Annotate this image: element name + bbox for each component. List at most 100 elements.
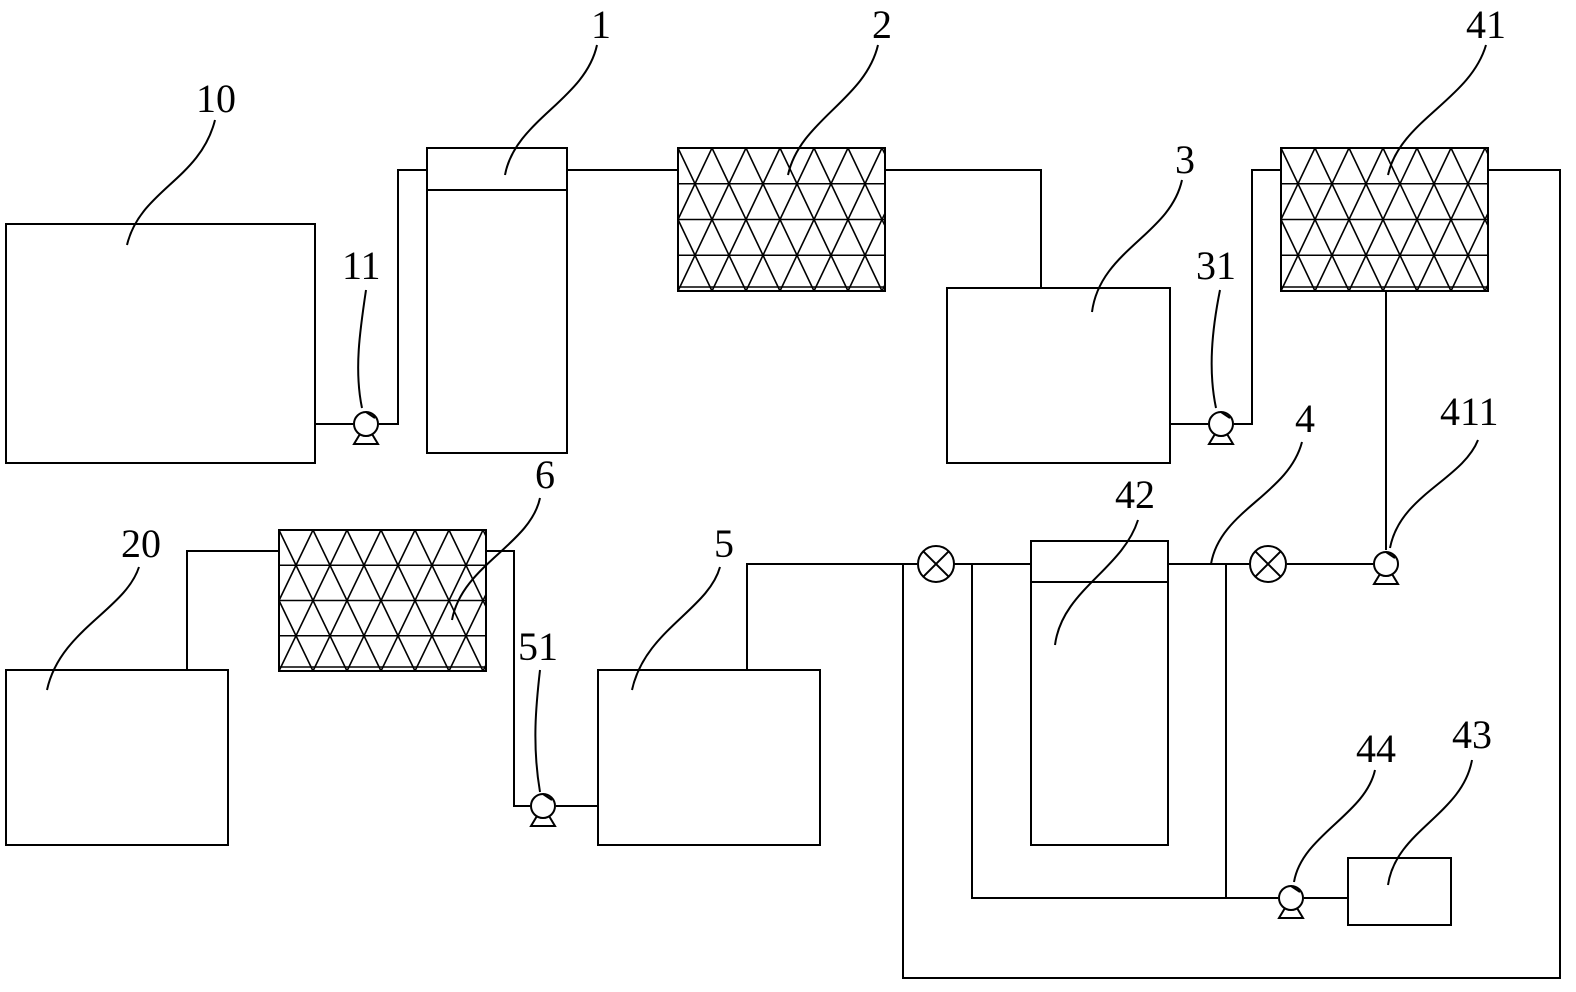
mesh-line	[1450, 211, 1488, 291]
mesh-line	[619, 530, 687, 671]
tank-3	[946, 287, 1171, 464]
leader-1	[504, 44, 598, 176]
box-43	[1347, 857, 1452, 926]
pump-51-icon	[529, 793, 557, 827]
leader-41	[1387, 44, 1487, 176]
pipe-pump-11-to-1	[379, 169, 427, 425]
label-1: 1	[591, 2, 611, 47]
label-2: 2	[872, 2, 892, 47]
mesh-line	[41, 530, 109, 671]
column-42	[1030, 540, 1169, 846]
leader-6	[451, 497, 541, 621]
pump-411-icon	[1372, 551, 1400, 585]
mesh-line	[678, 148, 713, 222]
mesh-line	[678, 217, 713, 291]
mesh-line	[755, 530, 823, 671]
tank-20	[5, 669, 229, 846]
mesh-line	[789, 530, 857, 671]
mesh-line	[0, 530, 41, 671]
mesh-line	[653, 530, 721, 671]
mesh-line	[813, 148, 883, 291]
pump-31-icon	[1207, 411, 1235, 445]
mesh-line	[779, 148, 849, 291]
mesh-line	[279, 530, 348, 671]
pipe-pump-31-to-41	[1234, 169, 1281, 425]
pump-44-icon	[1277, 885, 1305, 919]
mesh-line	[678, 148, 747, 291]
leader-5	[631, 566, 721, 691]
mesh-line	[0, 530, 41, 671]
mesh-line	[823, 530, 891, 671]
pipe-41-return-loop	[902, 169, 1561, 979]
mesh-line	[619, 530, 687, 671]
label-42: 42	[1115, 472, 1155, 517]
mesh-line	[857, 530, 925, 671]
mesh-line	[1086, 148, 1154, 291]
mesh-line	[279, 598, 314, 671]
leader-3	[1091, 179, 1183, 313]
leader-4	[1210, 441, 1303, 565]
mesh-line	[1281, 148, 1350, 291]
label-11: 11	[342, 243, 381, 288]
filter-41	[1043, 147, 1489, 292]
label-5: 5	[714, 521, 734, 566]
mesh-line	[585, 530, 653, 671]
filter-6	[0, 529, 925, 672]
mesh-line	[1314, 148, 1384, 291]
label-31: 31	[1196, 243, 1236, 288]
mesh-line	[1086, 148, 1154, 291]
label-411: 411	[1440, 389, 1499, 434]
mesh-line	[7, 530, 75, 671]
mesh-line	[279, 530, 314, 603]
mesh-line	[745, 148, 815, 291]
label-3: 3	[1175, 137, 1195, 182]
leader-2	[787, 44, 879, 176]
label-51: 51	[518, 624, 558, 669]
label-20: 20	[121, 521, 161, 566]
mesh-line	[585, 530, 653, 671]
pipe-42-inlet	[971, 563, 1278, 899]
valve-right-icon	[1249, 545, 1287, 583]
mesh-line	[0, 530, 7, 671]
mesh-line	[789, 530, 857, 671]
leader-51	[534, 669, 541, 793]
leader-411	[1389, 439, 1479, 549]
label-6: 6	[535, 452, 555, 497]
mesh-line	[414, 530, 484, 671]
mesh-line	[755, 530, 823, 671]
mesh-line	[551, 530, 619, 671]
pump-11-icon	[352, 411, 380, 445]
mesh-line	[551, 530, 619, 671]
mesh-line	[0, 530, 7, 671]
label-43: 43	[1452, 712, 1492, 757]
column-1	[426, 147, 568, 454]
mesh-line	[1281, 148, 1316, 222]
mesh-line	[653, 530, 721, 671]
mesh-line	[448, 592, 486, 671]
mesh-line	[711, 148, 781, 291]
mesh-line	[1111, 148, 1179, 291]
mesh-line	[1416, 148, 1486, 291]
valve-left-icon	[917, 545, 955, 583]
label-44: 44	[1356, 726, 1396, 771]
mesh-line	[7, 530, 75, 671]
mesh-line	[1043, 148, 1111, 291]
leader-43	[1387, 759, 1473, 886]
filter-2	[677, 147, 1154, 292]
tank-10	[5, 223, 316, 464]
mesh-line	[847, 211, 885, 291]
label-4: 4	[1295, 396, 1315, 441]
leader-10	[126, 119, 216, 246]
mesh-line	[312, 530, 382, 671]
pipe-2-to-3	[885, 169, 1042, 288]
pipe-5-to-valve-left	[746, 563, 917, 670]
leader-11	[357, 289, 367, 409]
mesh-line	[1382, 148, 1452, 291]
mesh-line	[41, 530, 109, 671]
leader-20	[46, 566, 140, 691]
mesh-line	[1111, 148, 1179, 291]
pipelines	[186, 169, 1561, 979]
tank-5	[597, 669, 821, 846]
mesh-line	[1348, 148, 1418, 291]
